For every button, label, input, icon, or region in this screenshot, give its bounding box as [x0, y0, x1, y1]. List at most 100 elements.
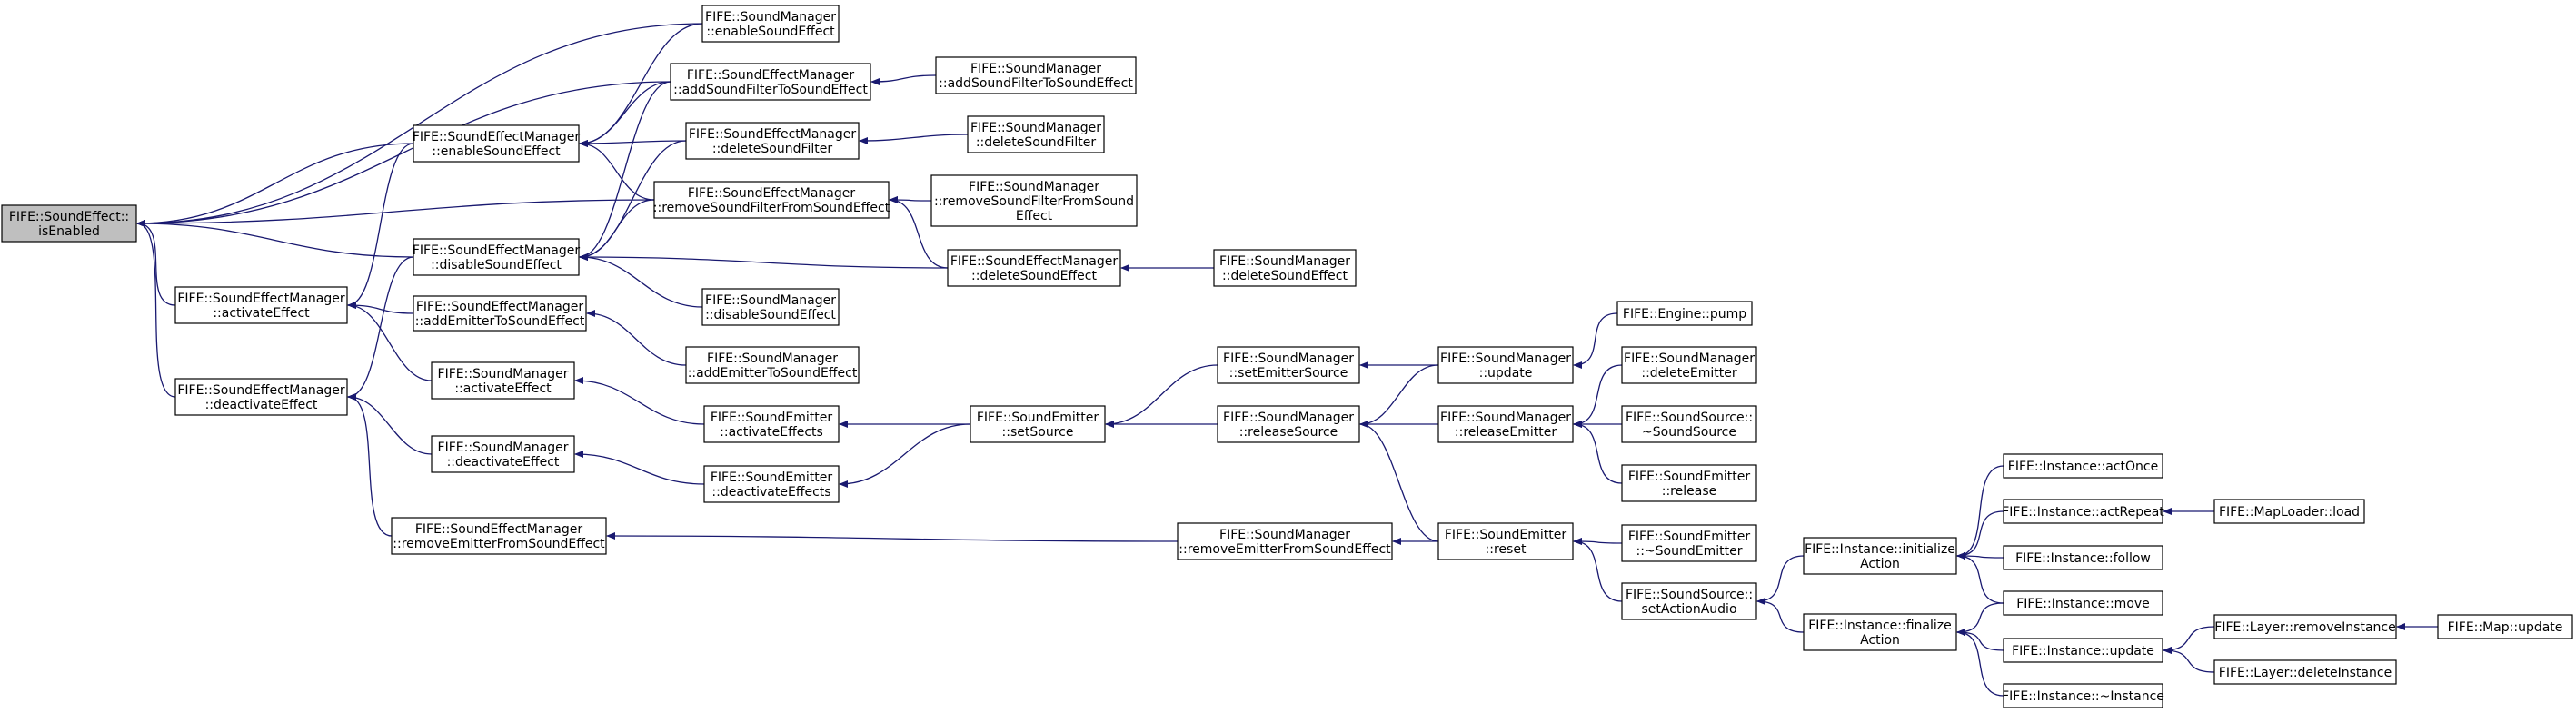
- edge-se-deactivate-effects-to-sm-deactivate-effect: [574, 451, 705, 485]
- node-label-line: FIFE::Instance::update: [2012, 644, 2154, 659]
- node-sm-disable-sound-effect[interactable]: FIFE::SoundManager::disableSoundEffect: [701, 288, 840, 326]
- node-sem-delete-sound-effect[interactable]: FIFE::SoundEffectManager::deleteSoundEff…: [947, 249, 1121, 287]
- node-sem-remove-emitter-from-sound-effect[interactable]: FIFE::SoundEffectManager::removeEmitterF…: [391, 517, 607, 555]
- node-label-line: FIFE::Instance::~Instance: [2002, 689, 2164, 704]
- node-inst-dtor[interactable]: FIFE::Instance::~Instance: [2002, 683, 2164, 708]
- node-label-line: FIFE::SoundEmitter: [1445, 528, 1567, 542]
- node-label-line: FIFE::SoundManager: [969, 180, 1099, 194]
- node-label-line: ::deactivateEffect: [205, 398, 318, 412]
- node-box: [1621, 524, 1757, 562]
- node-layer-delete-instance[interactable]: FIFE::Layer::deleteInstance: [2213, 659, 2397, 685]
- node-inst-follow[interactable]: FIFE::Instance::follow: [2003, 545, 2163, 570]
- node-box: [413, 124, 580, 163]
- node-label-line: ::deleteSoundEffect: [1222, 269, 1348, 283]
- node-sem-enable-sound-effect[interactable]: FIFE::SoundEffectManager::enableSoundEff…: [413, 124, 581, 163]
- node-sm-delete-emitter[interactable]: FIFE::SoundManager::deleteEmitter: [1621, 346, 1757, 384]
- edge-engine-pump-to-sm-update: [1573, 312, 1618, 369]
- node-se-release[interactable]: FIFE::SoundEmitter::release: [1621, 464, 1757, 502]
- node-se-reset[interactable]: FIFE::SoundEmitter::reset: [1437, 522, 1574, 560]
- node-inst-move[interactable]: FIFE::Instance::move: [2003, 590, 2163, 616]
- edge-se-set-source-to-se-deactivate-effects: [839, 423, 971, 488]
- node-box: [701, 5, 840, 43]
- node-sem-activate-effect[interactable]: FIFE::SoundEffectManager::activateEffect: [174, 286, 348, 324]
- node-box: [1217, 346, 1360, 384]
- node-sm-activate-effect[interactable]: FIFE::SoundManager::activateEffect: [431, 361, 575, 400]
- edge-sem-disable-sound-effect-to-sem-deactivate-effect: [347, 256, 414, 401]
- edge-inst-move-to-inst-finalize-action: [1956, 602, 2004, 636]
- node-sem-disable-sound-effect[interactable]: FIFE::SoundEffectManager::disableSoundEf…: [413, 238, 581, 276]
- edge-sm-remove-sound-filter-from-sound-effect-to-sem-remove-sound-filter-from-sound-effect: [889, 196, 932, 204]
- node-sm-delete-sound-effect[interactable]: FIFE::SoundManager::deleteSoundEffect: [1213, 249, 1357, 287]
- node-label-line: FIFE::SoundManager: [970, 62, 1101, 76]
- edge-inst-move-to-inst-initialize-action: [1956, 552, 2004, 604]
- node-sem-deactivate-effect[interactable]: FIFE::SoundEffectManager::deactivateEffe…: [174, 378, 348, 416]
- node-sem-delete-sound-filter[interactable]: FIFE::SoundEffectManager::deleteSoundFil…: [685, 122, 860, 160]
- node-label-line: FIFE::SoundEffect::: [9, 210, 129, 224]
- edge-sem-remove-sound-filter-from-sound-effect-to-sem-disable-sound-effect: [579, 199, 655, 261]
- node-inst-update[interactable]: FIFE::Instance::update: [2003, 638, 2163, 663]
- node-label-line: FIFE::SoundEffectManager: [413, 130, 581, 144]
- node-sm-delete-sound-filter[interactable]: FIFE::SoundManager::deleteSoundFilter: [967, 115, 1105, 153]
- edge-inst-update-to-inst-finalize-action: [1956, 629, 2004, 651]
- node-sm-update[interactable]: FIFE::SoundManager::update: [1437, 346, 1574, 384]
- node-label-line: ::addEmitterToSoundEffect: [415, 314, 585, 329]
- node-sm-release-emitter[interactable]: FIFE::SoundManager::releaseEmitter: [1437, 405, 1574, 443]
- edge-sem-add-sound-filter-to-sound-effect-to-is-enabled: [136, 81, 671, 227]
- node-label-line: Effect: [1016, 209, 1053, 223]
- edge-sem-delete-sound-effect-to-sem-remove-sound-filter-from-sound-effect: [889, 196, 949, 269]
- node-map-update[interactable]: FIFE::Map::update: [2437, 614, 2573, 639]
- node-maploader-load[interactable]: FIFE::MapLoader::load: [2213, 499, 2365, 524]
- node-se-set-source[interactable]: FIFE::SoundEmitter::setSource: [970, 405, 1106, 443]
- node-sm-add-emitter-to-sound-effect[interactable]: FIFE::SoundManager::addEmitterToSoundEff…: [685, 346, 860, 384]
- node-box: [1621, 582, 1757, 620]
- edge-sem-deactivate-effect-to-is-enabled: [136, 220, 176, 398]
- node-inst-act-repeat[interactable]: FIFE::Instance::actRepeat: [2002, 499, 2164, 524]
- edge-sem-activate-effect-to-is-enabled: [136, 220, 176, 306]
- node-label-line: FIFE::SoundEffectManager: [950, 254, 1119, 269]
- node-ss-dtor[interactable]: FIFE::SoundSource::~SoundSource: [1621, 405, 1757, 443]
- node-sem-add-emitter-to-sound-effect[interactable]: FIFE::SoundEffectManager::addEmitterToSo…: [413, 295, 587, 332]
- node-label-line: FIFE::SoundSource::: [1626, 588, 1753, 602]
- node-engine-pump[interactable]: FIFE::Engine::pump: [1616, 301, 1753, 326]
- node-box: [653, 181, 890, 219]
- node-sm-remove-emitter-from-sound-effect[interactable]: FIFE::SoundManager::removeEmitterFromSou…: [1177, 522, 1393, 560]
- node-sm-add-sound-filter-to-sound-effect[interactable]: FIFE::SoundManager::addSoundFilterToSoun…: [935, 56, 1137, 94]
- edge-sm-remove-emitter-from-sound-effect-to-sem-remove-emitter-from-sound-effect: [606, 532, 1179, 542]
- edge-layer-delete-instance-to-inst-update: [2163, 647, 2215, 673]
- edge-sem-enable-sound-effect-to-is-enabled: [136, 143, 414, 227]
- node-se-activate-effects[interactable]: FIFE::SoundEmitter::activateEffects: [703, 405, 840, 443]
- node-box: [1621, 464, 1757, 502]
- node-sem-remove-sound-filter-from-sound-effect[interactable]: FIFE::SoundEffectManager::removeSoundFil…: [653, 181, 890, 219]
- node-label-line: FIFE::SoundManager: [438, 367, 569, 381]
- node-label-line: ::deactivateEffects: [711, 485, 830, 500]
- node-label-line: ::removeEmitterFromSoundEffect: [393, 537, 605, 551]
- node-label-line: ::activateEffect: [213, 306, 310, 321]
- node-sm-enable-sound-effect[interactable]: FIFE::SoundManager::enableSoundEffect: [701, 5, 840, 43]
- node-se-dtor[interactable]: FIFE::SoundEmitter::~SoundEmitter: [1621, 524, 1757, 562]
- node-is-enabled[interactable]: FIFE::SoundEffect::isEnabled: [1, 204, 137, 243]
- edge-layer-remove-instance-to-inst-update: [2163, 626, 2215, 654]
- node-sm-set-emitter-source[interactable]: FIFE::SoundManager::setEmitterSource: [1217, 346, 1360, 384]
- node-sm-remove-sound-filter-from-sound-effect[interactable]: FIFE::SoundManager::removeSoundFilterFro…: [930, 174, 1138, 227]
- node-sem-add-sound-filter-to-sound-effect[interactable]: FIFE::SoundEffectManager::addSoundFilter…: [670, 63, 871, 101]
- node-sm-deactivate-effect[interactable]: FIFE::SoundManager::deactivateEffect: [431, 435, 575, 473]
- node-box: [1177, 522, 1393, 560]
- node-sm-release-source[interactable]: FIFE::SoundManager::releaseSource: [1217, 405, 1360, 443]
- node-box: [2003, 638, 2163, 663]
- node-box: [1803, 613, 1957, 651]
- node-box: [2003, 590, 2163, 616]
- node-se-deactivate-effects[interactable]: FIFE::SoundEmitter::deactivateEffects: [703, 465, 840, 503]
- edge-sm-enable-sound-effect-to-is-enabled: [136, 23, 703, 227]
- node-box: [930, 174, 1138, 227]
- node-label-line: ::deactivateEffect: [447, 455, 560, 470]
- node-label-line: ::removeSoundFilterFromSound: [934, 194, 1134, 209]
- node-box: [1803, 537, 1957, 575]
- node-label-line: FIFE::Layer::deleteInstance: [2219, 666, 2392, 680]
- node-ss-set-action-audio[interactable]: FIFE::SoundSource::setActionAudio: [1621, 582, 1757, 620]
- node-layer-remove-instance[interactable]: FIFE::Layer::removeInstance: [2213, 614, 2397, 639]
- node-box: [967, 115, 1105, 153]
- node-inst-act-once[interactable]: FIFE::Instance::actOnce: [2003, 453, 2163, 479]
- node-label-line: FIFE::Instance::actOnce: [2008, 460, 2158, 474]
